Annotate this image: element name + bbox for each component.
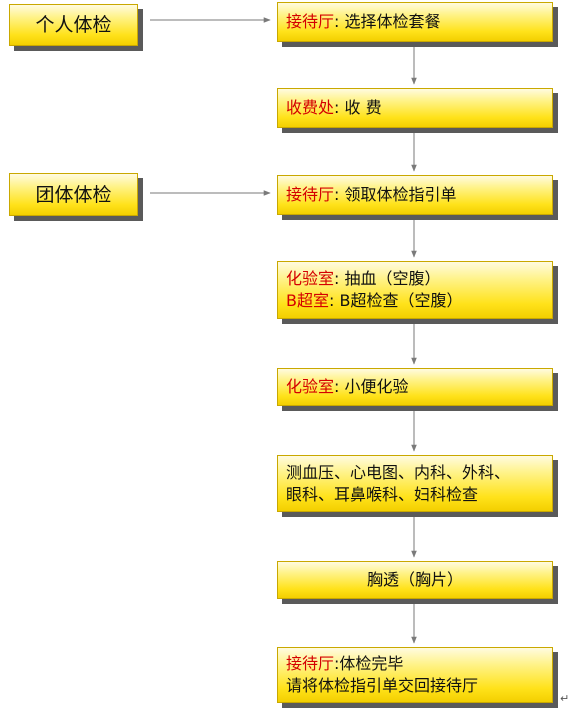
step4-line2-location: B超室 [286,291,329,310]
start-group-exam: 团体体检 [9,173,138,216]
start-individual-label: 个人体检 [35,14,112,36]
step-urine-test: 化验室: 小便化验 [277,368,553,406]
step3-location: 接待厅 [286,185,335,204]
step4-line1-text: : 抽血（空腹） [334,269,441,288]
step-physical-exams: 测血压、心电图、内科、外科、 眼科、耳鼻喉科、妇科检查 [277,455,553,512]
step8-location: 接待厅 [286,654,335,673]
step8-line2: 请将体检指引单交回接待厅 [286,676,479,695]
step4-line2-text: : B超检查（空腹） [328,291,463,310]
step1-location: 接待厅 [286,12,335,31]
step-chest-xray: 胸透（胸片） [277,561,553,599]
step-reception-guide-sheet: 接待厅: 领取体检指引单 [277,175,553,215]
step5-text: : 小便化验 [334,377,409,396]
paragraph-mark: ↵ [560,692,570,705]
step-reception-select-package: 接待厅: 选择体检套餐 [277,2,553,42]
step-exam-complete: 接待厅:体检完毕 请将体检指引单交回接待厅 [277,647,553,703]
step-cashier-payment: 收费处: 收 费 [277,88,553,128]
step2-text: : 收 费 [334,98,382,117]
step8-text: :体检完毕 [334,654,404,673]
step4-line1-location: 化验室 [286,269,335,288]
step6-line2: 眼科、耳鼻喉科、妇科检查 [286,484,479,504]
step6-line1: 测血压、心电图、内科、外科、 [286,462,511,482]
step-blood-and-ultrasound: 化验室: 抽血（空腹） B超室: B超检查（空腹） [277,261,553,319]
step1-text: : 选择体检套餐 [334,12,441,31]
step2-location: 收费处 [286,98,335,117]
start-individual-exam: 个人体检 [9,4,138,46]
step3-text: : 领取体检指引单 [334,185,457,204]
start-group-label: 团体体检 [35,183,112,206]
step5-location: 化验室 [286,377,335,396]
step7-text: 胸透（胸片） [366,570,463,589]
